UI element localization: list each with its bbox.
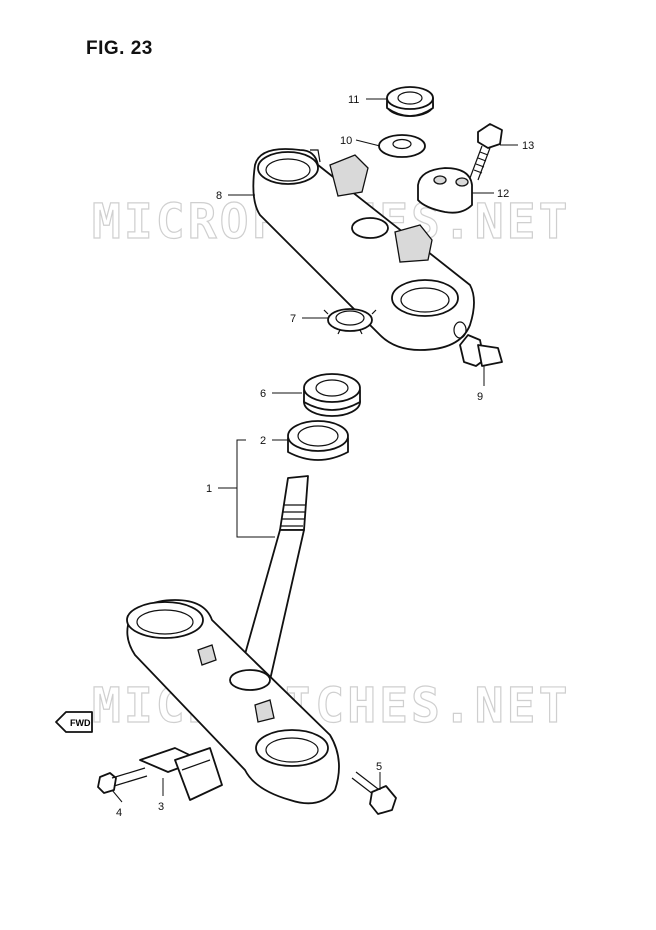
- callout-8: 8: [216, 190, 222, 202]
- part-7-nut: [323, 308, 377, 335]
- callout-1: 1: [206, 483, 212, 495]
- fwd-arrow: FWD: [55, 711, 93, 733]
- leader-lines: [111, 98, 518, 803]
- part-5-bolt: [351, 771, 397, 815]
- fwd-label: FWD: [70, 718, 91, 728]
- part-1-steering-stem: [126, 475, 340, 805]
- callout-7: 7: [290, 313, 296, 325]
- part-11-stem-nut: [386, 86, 434, 117]
- part-12-handlebar-clamp: [417, 167, 473, 214]
- callout-9: 9: [477, 391, 483, 403]
- callout-11: 11: [348, 94, 359, 106]
- part-10-washer: [378, 134, 426, 158]
- part-9-pinch-bolt: [459, 334, 503, 367]
- part-8-upper-bracket: [252, 148, 475, 351]
- part-2-bearing: [287, 420, 349, 461]
- part-13-bolt: [469, 123, 503, 181]
- callout-4: 4: [116, 807, 122, 819]
- callout-3: 3: [158, 801, 164, 813]
- callout-2: 2: [260, 435, 266, 447]
- figure-title: FIG. 23: [86, 38, 153, 59]
- callout-6: 6: [260, 388, 266, 400]
- callout-5: 5: [376, 761, 382, 773]
- part-6-bearing: [303, 373, 361, 417]
- callout-10: 10: [340, 135, 352, 147]
- part-4-bolt: [97, 767, 148, 794]
- callout-13: 13: [522, 140, 534, 152]
- watermark-lower: MICROFICHES.NET: [92, 678, 570, 734]
- part-3-cable-guide: [139, 747, 223, 801]
- callout-12: 12: [497, 188, 509, 200]
